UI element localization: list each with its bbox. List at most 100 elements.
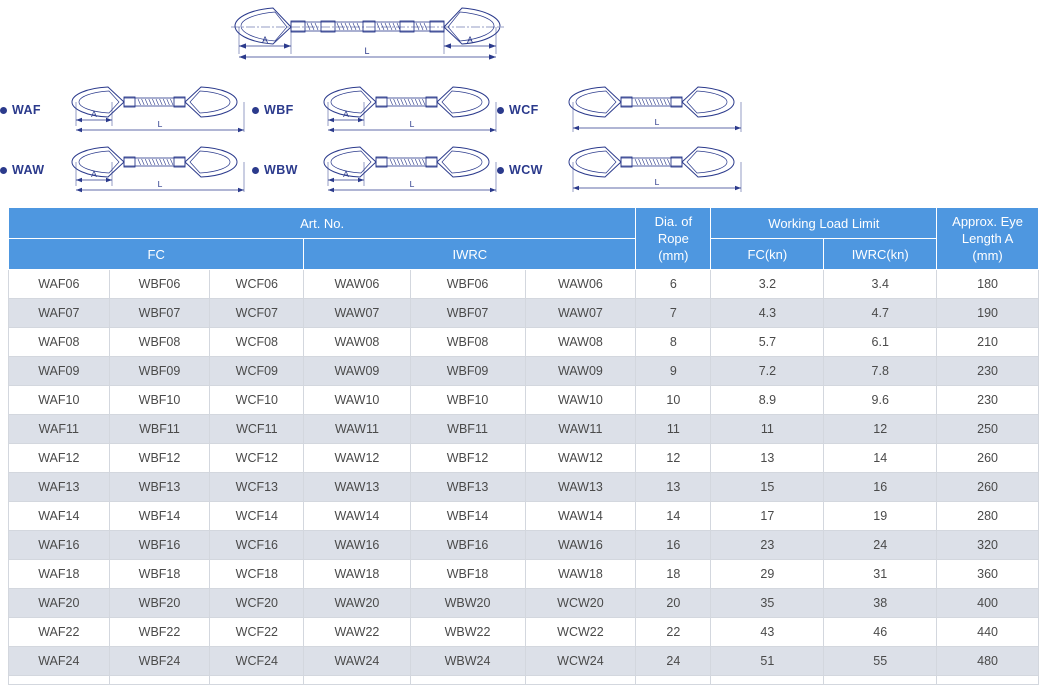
cell-fc3: WCF10 [209,385,305,416]
cell-eye: 230 [936,356,1039,387]
cell-fc2: WBF18 [108,559,211,590]
cell-wll-iwrc: 7.8 [823,356,938,387]
cell-iw1: WAW07 [303,298,411,329]
header-approx-eye-line1: Approx. Eye [952,214,1023,229]
cell-wll-fc: 5.7 [710,327,825,358]
cell-iw1: WAW16 [303,530,411,561]
header-dia-of-rope-text: Dia. of Rope [654,214,693,247]
cell-wll-iwrc: 4.7 [823,298,938,329]
cell-fc1: WAF16 [8,530,110,561]
cell-iw3: WCW22 [524,617,637,648]
variant-waw: WAW A L [0,142,247,198]
cell-fc2: WBF10 [108,385,211,416]
cell-fc3: WCF07 [209,298,305,329]
hero-sling-drawing: A A L [231,7,504,60]
cell-iw2 [409,675,526,685]
cell-dia: 24 [635,646,712,677]
bullet-icon [252,106,259,114]
cell-iw1: WAW24 [303,646,411,677]
cell-iw1: WAW18 [303,559,411,590]
cell-eye: 400 [936,588,1039,619]
cell-iw3: WAW11 [524,414,637,445]
dim-l-label: L [158,179,163,189]
bullet-icon [0,166,7,174]
sling-drawing: L [568,146,742,192]
cell-iw1: WAW14 [303,501,411,532]
header-dia-of-rope-unit: (mm) [658,248,689,264]
cell-dia: 16 [635,530,712,561]
cell-fc3: WCF09 [209,356,305,387]
header-approx-eye-unit: (mm) [972,248,1003,264]
cell-iw3: WAW10 [524,385,637,416]
cell-iw3: WAW12 [524,443,637,474]
cell-fc1: WAF07 [8,298,110,329]
sling-drawing: AL [71,86,245,133]
cell-fc1: WAF22 [8,617,110,648]
cell-fc2: WBF11 [108,414,211,445]
cell-iw2: WBF09 [409,356,526,387]
cell-iw2: WBF14 [409,501,526,532]
cell-eye: 210 [936,327,1039,358]
cell-dia: 7 [635,298,712,329]
cell-fc3: WCF12 [209,443,305,474]
cell-wll-fc: 7.2 [710,356,825,387]
cell-eye: 260 [936,443,1039,474]
cell-eye: 280 [936,501,1039,532]
cell-iw3: WAW16 [524,530,637,561]
cell-eye: 480 [936,646,1039,677]
cell-eye [936,675,1039,685]
cell-fc2: WBF12 [108,443,211,474]
dim-a-label: A [91,169,97,179]
dim-l-label: L [410,119,415,129]
cell-wll-fc: 13 [710,443,825,474]
cell-dia: 18 [635,559,712,590]
dim-l-label: L [655,177,660,187]
cell-iw1: WAW09 [303,356,411,387]
cell-dia: 14 [635,501,712,532]
dim-a-label: A [343,109,349,119]
cell-fc2: WBF08 [108,327,211,358]
cell-fc2: WBF22 [108,617,211,648]
cell-wll-fc: 11 [710,414,825,445]
cell-wll-iwrc [823,675,938,685]
cell-eye: 190 [936,298,1039,329]
cell-dia: 11 [635,414,712,445]
cell-iw2: WBF11 [409,414,526,445]
header-dia-of-rope: Dia. of Rope (mm) [635,206,712,271]
header-approx-eye-length: Approx. Eye Length A (mm) [936,206,1039,271]
header-approx-eye-line2: Length A [961,231,1014,247]
cell-eye: 320 [936,530,1039,561]
cell-iw1: WAW12 [303,443,411,474]
variant-code: WAF [12,103,41,117]
variant-code: WAW [12,163,45,177]
cell-iw3: WAW06 [524,269,637,300]
cell-eye: 230 [936,385,1039,416]
cell-wll-iwrc: 16 [823,472,938,503]
cell-wll-fc: 23 [710,530,825,561]
cell-eye: 180 [936,269,1039,300]
cell-fc3 [209,675,305,685]
cell-fc1: WAF14 [8,501,110,532]
cell-fc3: WCF18 [209,559,305,590]
header-wll-fc: FC(kn) [710,238,825,271]
cell-wll-iwrc: 14 [823,443,938,474]
cell-fc1: WAF18 [8,559,110,590]
dim-a-label: A [91,109,97,119]
cell-wll-iwrc: 3.4 [823,269,938,300]
variant-label-wbw: WBW [252,163,314,177]
variant-code: WBW [264,163,298,177]
cell-iw2: WBW24 [409,646,526,677]
cell-iw1 [303,675,411,685]
cell-fc2: WBF16 [108,530,211,561]
